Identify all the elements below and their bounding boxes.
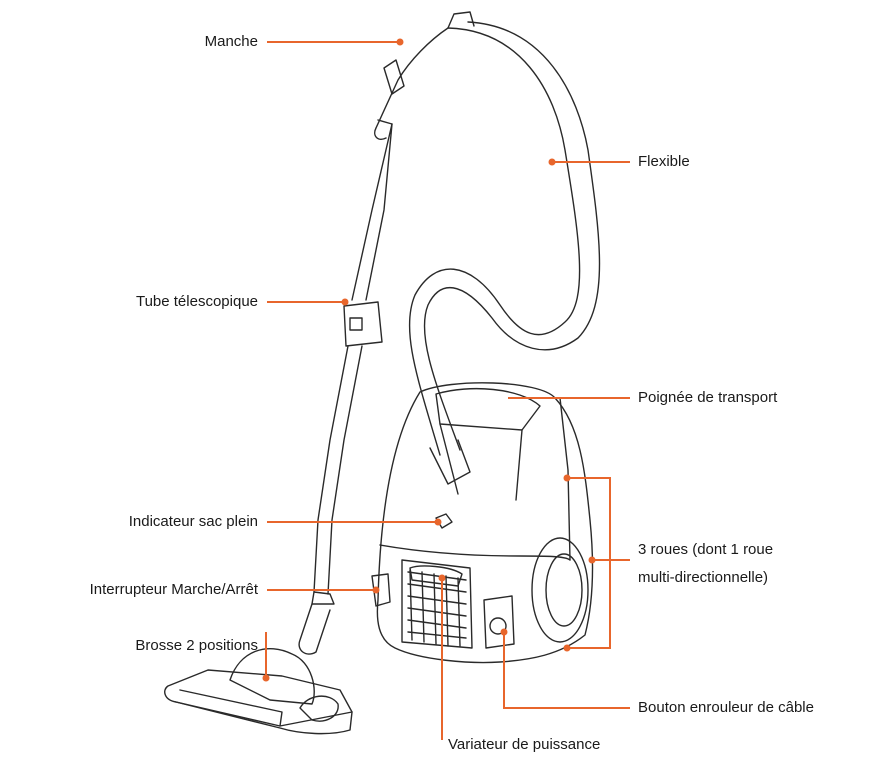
label-interrupteur: Interrupteur Marche/Arrêt — [90, 580, 258, 600]
brush-outline — [165, 649, 352, 734]
label-manche: Manche — [205, 32, 258, 52]
label-flexible: Flexible — [638, 152, 690, 172]
label-brosse: Brosse 2 positions — [135, 636, 258, 656]
label-poignee-transport: Poignée de transport — [638, 388, 777, 408]
label-indicateur-sac-plein: Indicateur sac plein — [129, 512, 258, 532]
label-tube-telescopique: Tube télescopique — [136, 292, 258, 312]
label-roues-line-1: 3 roues (dont 1 roue — [638, 540, 773, 560]
label-bouton-enrouleur: Bouton enrouleur de câble — [638, 698, 814, 718]
label-variateur: Variateur de puissance — [448, 735, 600, 755]
label-roues-line-2: multi-directionnelle) — [638, 568, 768, 588]
